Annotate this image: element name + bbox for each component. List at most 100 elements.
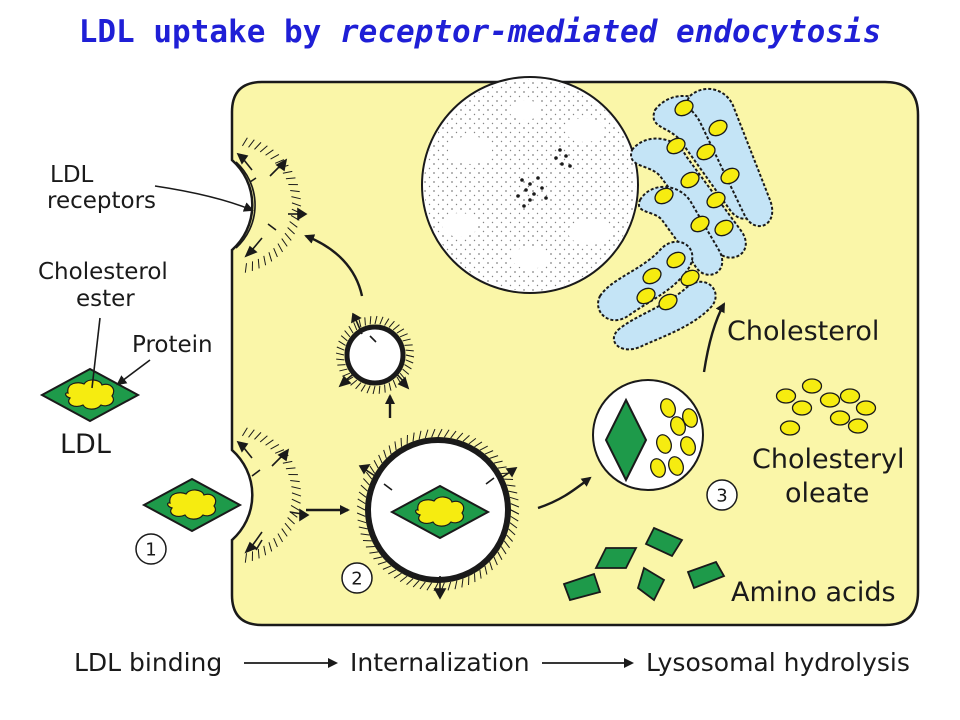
cholesterol-droplet	[791, 400, 813, 416]
coat-hair	[291, 486, 301, 490]
coat-hair	[355, 382, 362, 390]
coat-hair	[378, 385, 381, 394]
step-1-badge	[135, 533, 167, 565]
coat-hair	[374, 315, 378, 325]
coat-hair	[339, 368, 348, 372]
step-2-number: 2	[351, 569, 362, 590]
coat-hair	[366, 385, 371, 394]
coat-hair	[291, 196, 301, 200]
coat-hair	[383, 449, 387, 459]
coat-hair	[365, 471, 373, 480]
coat-hair	[273, 537, 278, 548]
coat-hair	[392, 324, 400, 331]
coat-hair	[282, 460, 293, 464]
coat-hair	[342, 372, 351, 377]
recycling-vesicle	[335, 312, 415, 395]
coat-hair	[259, 435, 268, 443]
cholesterol-ester-label-2: ester	[76, 286, 135, 312]
coat-hair	[510, 503, 520, 508]
coat-hair	[338, 340, 346, 346]
coat-hair	[454, 580, 458, 590]
coat-hair	[364, 317, 366, 326]
coat-hair	[493, 460, 503, 464]
cholesterol-ester-pointer	[91, 317, 101, 389]
coat-hair	[335, 352, 345, 356]
coat-hair	[360, 384, 366, 392]
coat-hair	[244, 263, 248, 273]
coat-hair	[358, 491, 367, 498]
coat-hair	[450, 430, 457, 439]
coat-hair	[474, 441, 483, 448]
coat-hair	[282, 170, 293, 174]
coat-hair	[257, 258, 260, 269]
coat-hair	[493, 556, 498, 566]
coat-hair	[500, 546, 507, 555]
coat-hair	[257, 548, 260, 559]
coat-hair	[291, 498, 301, 504]
coat-hair	[274, 159, 285, 164]
coat-hair	[270, 153, 280, 160]
coat-hair	[277, 533, 284, 543]
step-internalization: Internalization	[350, 648, 530, 677]
coat-hair	[281, 238, 288, 247]
coat-hair	[412, 580, 420, 588]
coat-hair	[392, 379, 397, 388]
coat-hair	[285, 467, 296, 470]
coat-hair	[388, 445, 392, 455]
coat-hair	[268, 252, 273, 262]
coat-hair	[291, 202, 302, 207]
coat-hair	[348, 325, 354, 334]
coat-hair	[508, 490, 518, 494]
coat-hair	[350, 379, 358, 386]
coat-hair	[274, 449, 285, 454]
cholesterol-droplet	[801, 378, 823, 394]
lysosome-arrow	[537, 476, 592, 510]
coat-hair	[503, 540, 511, 549]
coat-hair	[254, 432, 262, 440]
coat-hair	[382, 565, 392, 570]
coat-hair	[447, 581, 452, 591]
coat-hair	[461, 578, 464, 588]
cholesteryl-oleate-label-2: oleate	[785, 478, 869, 509]
cholesterol-droplet	[779, 420, 801, 436]
cholesterol-droplet	[775, 388, 797, 404]
coat-hair	[462, 434, 470, 442]
endoplasmic-reticulum-icon	[597, 87, 774, 351]
lysosome-icon	[592, 379, 704, 491]
step-2-badge	[341, 562, 373, 594]
coat-hair	[484, 565, 488, 575]
title-part-1: LDL uptake by	[78, 14, 341, 50]
coat-hair	[404, 344, 413, 346]
coat-hair	[360, 533, 370, 536]
cholesteryl-oleate-label: Cholesteryl	[752, 444, 904, 475]
coat-hair	[418, 430, 422, 440]
coat-hair	[244, 553, 248, 563]
coat-hair	[388, 382, 392, 391]
cholesterol-droplet	[855, 400, 877, 416]
coat-hair	[479, 445, 488, 451]
cholesterol-ester-label: Cholesterol	[38, 259, 168, 285]
ldl-particle-icon	[143, 478, 241, 532]
receptor-icon	[236, 152, 310, 554]
ldl-label: LDL	[60, 429, 111, 460]
amino-acid-fragments	[562, 526, 726, 602]
coat-hair	[263, 255, 267, 266]
recycling-arrow	[304, 234, 364, 297]
coat-hair	[405, 349, 414, 352]
coat-hair	[394, 441, 397, 451]
protein-label: Protein	[132, 332, 213, 358]
page-title: LDL uptake by receptor-mediated endocyto…	[0, 14, 960, 50]
cholesterol-release-arrow	[702, 302, 726, 373]
step-ldl-binding: LDL binding	[74, 648, 222, 677]
coat-hair	[362, 478, 370, 486]
coat-hair	[344, 330, 351, 338]
endocytic-vesicle	[356, 428, 520, 600]
coat-hair	[336, 346, 345, 351]
coat-hair	[402, 368, 410, 375]
coat-hair	[399, 333, 408, 338]
coat-hair	[369, 316, 372, 325]
protein-pointer	[116, 359, 151, 386]
coat-hair	[510, 515, 519, 522]
coat-hair	[289, 221, 298, 228]
